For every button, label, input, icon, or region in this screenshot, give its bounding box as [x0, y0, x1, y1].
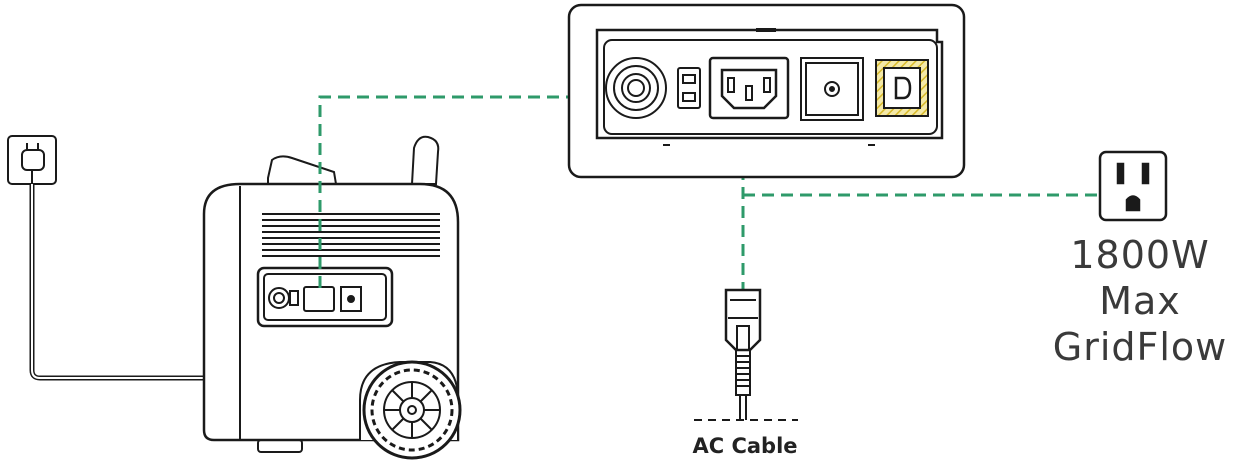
port-panel-zoom: [567, 3, 966, 179]
gridflow-label: 1800W Max GridFlow: [1030, 232, 1250, 370]
ac-input-port-icon: [708, 56, 790, 120]
ac-cable-label: AC Cable: [692, 434, 798, 458]
us-outlet-icon: [1098, 150, 1168, 222]
ac-plug-icon: [694, 288, 798, 421]
gridflow-label-line1: 1800W Max: [1070, 233, 1210, 323]
gridflow-label-line2: GridFlow: [1052, 325, 1228, 369]
power-station-icon: [202, 135, 462, 460]
wall-socket-plug-icon: [7, 135, 57, 185]
